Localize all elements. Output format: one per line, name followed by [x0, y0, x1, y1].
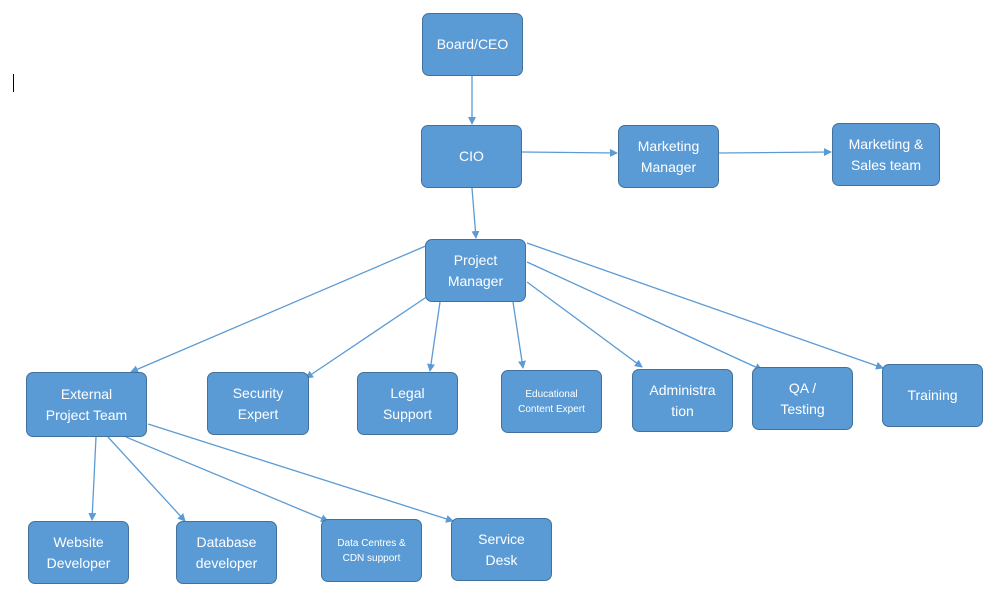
edge-project-manager-to-training	[526, 242, 884, 370]
node-website-developer[interactable]: Website Developer	[28, 521, 129, 584]
edge-marketing-manager-to-marketing-sales-team	[718, 148, 832, 157]
node-external-project-team[interactable]: External Project Team	[26, 372, 147, 437]
node-training[interactable]: Training	[882, 364, 983, 427]
edge-project-manager-to-administration	[526, 281, 643, 368]
node-project-manager[interactable]: Project Manager	[425, 239, 526, 302]
node-administration[interactable]: Administra tion	[632, 369, 733, 432]
node-marketing-sales-team[interactable]: Marketing & Sales team	[832, 123, 940, 186]
node-educational-content-expert[interactable]: Educational Content Expert	[501, 370, 602, 433]
edge-external-project-team-to-service-desk	[147, 423, 454, 523]
node-legal-support[interactable]: Legal Support	[357, 372, 458, 435]
node-security-expert[interactable]: Security Expert	[207, 372, 309, 435]
node-board-ceo[interactable]: Board/CEO	[422, 13, 523, 76]
edge-cio-to-project-manager	[471, 187, 480, 239]
edge-external-project-team-to-data-centres-cdn	[125, 436, 329, 523]
node-cio[interactable]: CIO	[421, 125, 522, 188]
node-data-centres-cdn[interactable]: Data Centres & CDN support	[321, 519, 422, 582]
text-cursor	[13, 74, 14, 92]
node-database-developer[interactable]: Database developer	[176, 521, 277, 584]
edge-cio-to-marketing-manager	[521, 148, 618, 157]
edge-project-manager-to-security-expert	[305, 295, 429, 379]
edge-external-project-team-to-website-developer	[88, 436, 97, 521]
node-qa-testing[interactable]: QA / Testing	[752, 367, 853, 430]
node-marketing-manager[interactable]: Marketing Manager	[618, 125, 719, 188]
edge-project-manager-to-legal-support	[427, 301, 441, 372]
edge-project-manager-to-qa-testing	[526, 261, 763, 371]
edge-project-manager-to-external-project-team	[130, 244, 429, 373]
edge-project-manager-to-educational-content-expert	[512, 301, 526, 369]
node-service-desk[interactable]: Service Desk	[451, 518, 552, 581]
edge-external-project-team-to-database-developer	[107, 436, 186, 522]
